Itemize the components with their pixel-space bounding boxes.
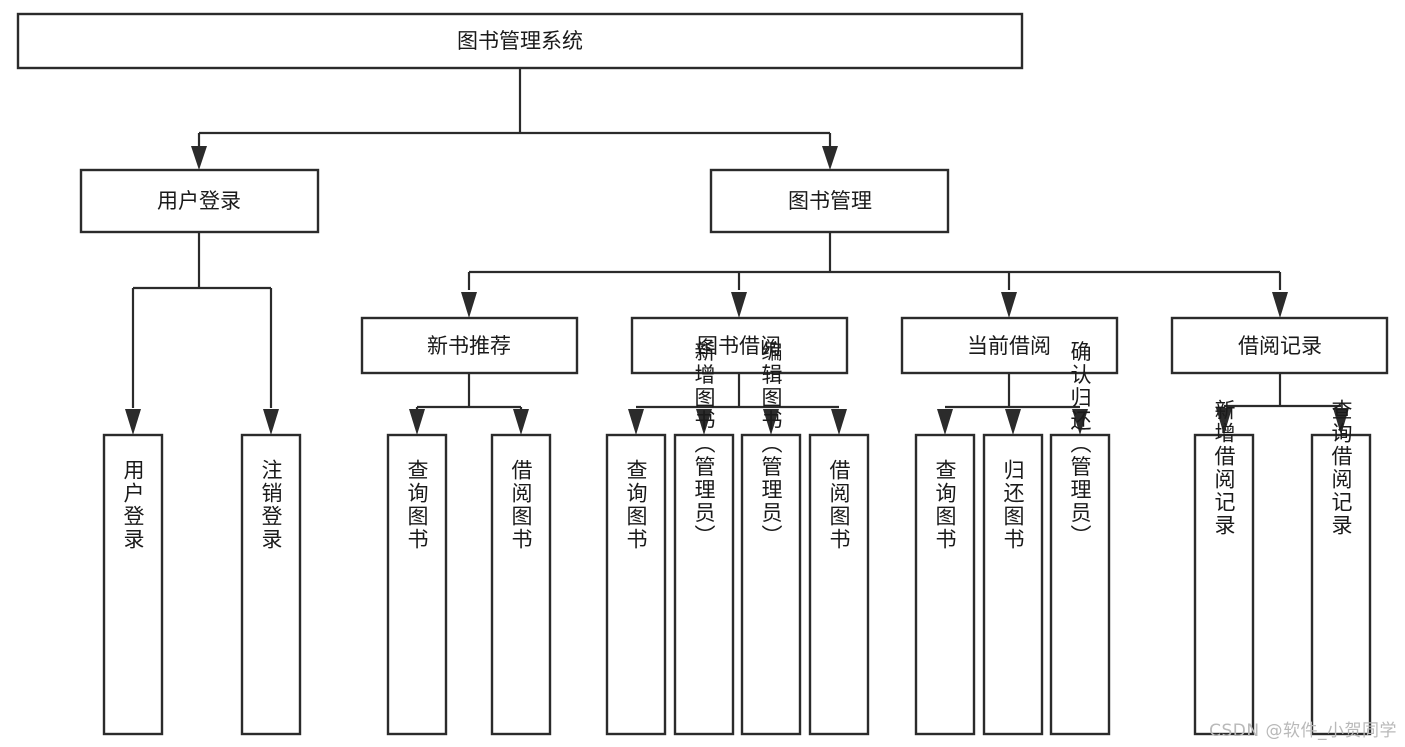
node-leaf-query-record[interactable]: 查询借阅记录 <box>1310 399 1372 736</box>
node-current-borrow[interactable]: 当前借阅 <box>900 316 1119 375</box>
node-new-book-recommend-box[interactable] <box>360 316 579 375</box>
node-leaf-query-book-3-box[interactable] <box>914 433 976 736</box>
node-new-book-recommend[interactable]: 新书推荐 <box>360 316 579 375</box>
node-leaf-query-book-3[interactable]: 查询图书 <box>914 433 976 736</box>
node-leaf-query-book-3-label: 查询图书 <box>933 459 957 551</box>
node-user-login[interactable]: 用户登录 <box>79 168 320 234</box>
arrow-head-leaf-edit-book <box>763 409 779 435</box>
arrow-head-leaf-query-book-2 <box>628 409 644 435</box>
node-leaf-add-book-label: 新增图书（管理员） <box>692 341 716 548</box>
node-leaf-return-book[interactable]: 归还图书 <box>982 433 1044 736</box>
node-leaf-confirm-return[interactable]: 确认归还（管理员） <box>1049 341 1111 736</box>
node-borrow-record-box[interactable] <box>1170 316 1389 375</box>
arrow-head-borrow-record <box>1272 292 1288 318</box>
node-book-borrow-box[interactable] <box>630 316 849 375</box>
connector-layer <box>125 68 1349 435</box>
node-leaf-query-record-label: 查询借阅记录 <box>1329 399 1353 537</box>
node-leaf-user-login[interactable]: 用户登录 <box>102 433 164 736</box>
node-borrow-record-label: 借阅记录 <box>1238 334 1322 358</box>
node-leaf-borrow-book-2[interactable]: 借阅图书 <box>808 433 870 736</box>
node-leaf-edit-book-label: 编辑图书（管理员） <box>759 341 783 548</box>
node-current-borrow-label: 当前借阅 <box>967 334 1051 358</box>
arrow-head-leaf-query-book-3 <box>937 409 953 435</box>
arrow-head-leaf-borrow-book-2 <box>831 409 847 435</box>
node-leaf-query-book-1[interactable]: 查询图书 <box>386 433 448 736</box>
node-leaf-borrow-book-1-box[interactable] <box>490 433 552 736</box>
node-book-manage[interactable]: 图书管理 <box>709 168 950 234</box>
arrow-head-user-login <box>191 146 207 170</box>
node-leaf-return-book-label: 归还图书 <box>1001 459 1025 551</box>
node-leaf-query-book-2-label: 查询图书 <box>624 459 648 551</box>
node-leaf-query-book-2[interactable]: 查询图书 <box>605 433 667 736</box>
node-book-manage-label: 图书管理 <box>788 189 872 213</box>
node-leaf-borrow-book-1[interactable]: 借阅图书 <box>490 433 552 736</box>
node-leaf-query-book-1-box[interactable] <box>386 433 448 736</box>
node-leaf-borrow-book-2-label: 借阅图书 <box>827 459 851 551</box>
node-leaf-user-logout[interactable]: 注销登录 <box>240 433 302 736</box>
node-root-box[interactable] <box>16 12 1024 70</box>
arrow-head-leaf-query-record <box>1333 408 1349 435</box>
node-book-borrow-label: 图书借阅 <box>697 334 781 358</box>
node-root[interactable]: 图书管理系统 <box>16 12 1024 70</box>
csdn-watermark: CSDN @软件_小贺同学 <box>1209 721 1397 741</box>
arrow-head-leaf-add-book <box>696 409 712 435</box>
node-leaf-query-book-2-box[interactable] <box>605 433 667 736</box>
arrow-head-book-borrow <box>731 292 747 318</box>
node-borrow-record[interactable]: 借阅记录 <box>1170 316 1389 375</box>
node-leaf-add-book[interactable]: 新增图书（管理员） <box>673 341 735 736</box>
node-leaf-add-record-label: 新增借阅记录 <box>1212 399 1236 537</box>
node-leaf-add-record-box[interactable] <box>1193 433 1255 736</box>
node-book-borrow[interactable]: 图书借阅 <box>630 316 849 375</box>
arrow-head-leaf-user-login <box>125 409 141 435</box>
node-leaf-user-logout-label: 注销登录 <box>259 459 283 551</box>
node-leaf-confirm-return-box[interactable] <box>1049 433 1111 736</box>
arrow-head-leaf-user-logout <box>263 409 279 435</box>
arrow-head-leaf-return-book <box>1005 409 1021 435</box>
node-user-login-box[interactable] <box>79 168 320 234</box>
node-leaf-edit-book-box[interactable] <box>740 433 802 736</box>
node-new-book-recommend-label: 新书推荐 <box>427 334 511 358</box>
arrow-head-leaf-borrow-book-1 <box>513 409 529 435</box>
node-leaf-confirm-return-label: 确认归还（管理员） <box>1068 341 1092 548</box>
node-leaf-add-book-box[interactable] <box>673 433 735 736</box>
node-leaf-query-record-box[interactable] <box>1310 433 1372 736</box>
node-leaf-edit-book[interactable]: 编辑图书（管理员） <box>740 341 802 736</box>
node-leaf-borrow-book-1-label: 借阅图书 <box>509 459 533 551</box>
node-current-borrow-box[interactable] <box>900 316 1119 375</box>
arrow-head-leaf-add-record <box>1216 408 1232 435</box>
node-leaf-user-login-box[interactable] <box>102 433 164 736</box>
node-root-label: 图书管理系统 <box>457 29 583 53</box>
node-book-manage-box[interactable] <box>709 168 950 234</box>
node-leaf-user-logout-box[interactable] <box>240 433 302 736</box>
node-leaf-query-book-1-label: 查询图书 <box>405 459 429 551</box>
arrow-head-leaf-confirm-return <box>1072 409 1088 435</box>
node-leaf-borrow-book-2-box[interactable] <box>808 433 870 736</box>
arrow-head-current-borrow <box>1001 292 1017 318</box>
arrow-head-book-manage <box>822 146 838 170</box>
node-leaf-return-book-box[interactable] <box>982 433 1044 736</box>
node-leaf-add-record[interactable]: 新增借阅记录 <box>1193 399 1255 736</box>
node-leaf-user-login-label: 用户登录 <box>121 459 145 551</box>
arrow-head-leaf-query-book-1 <box>409 409 425 435</box>
arrow-head-new-book-recommend <box>461 292 477 318</box>
node-user-login-label: 用户登录 <box>157 189 241 213</box>
